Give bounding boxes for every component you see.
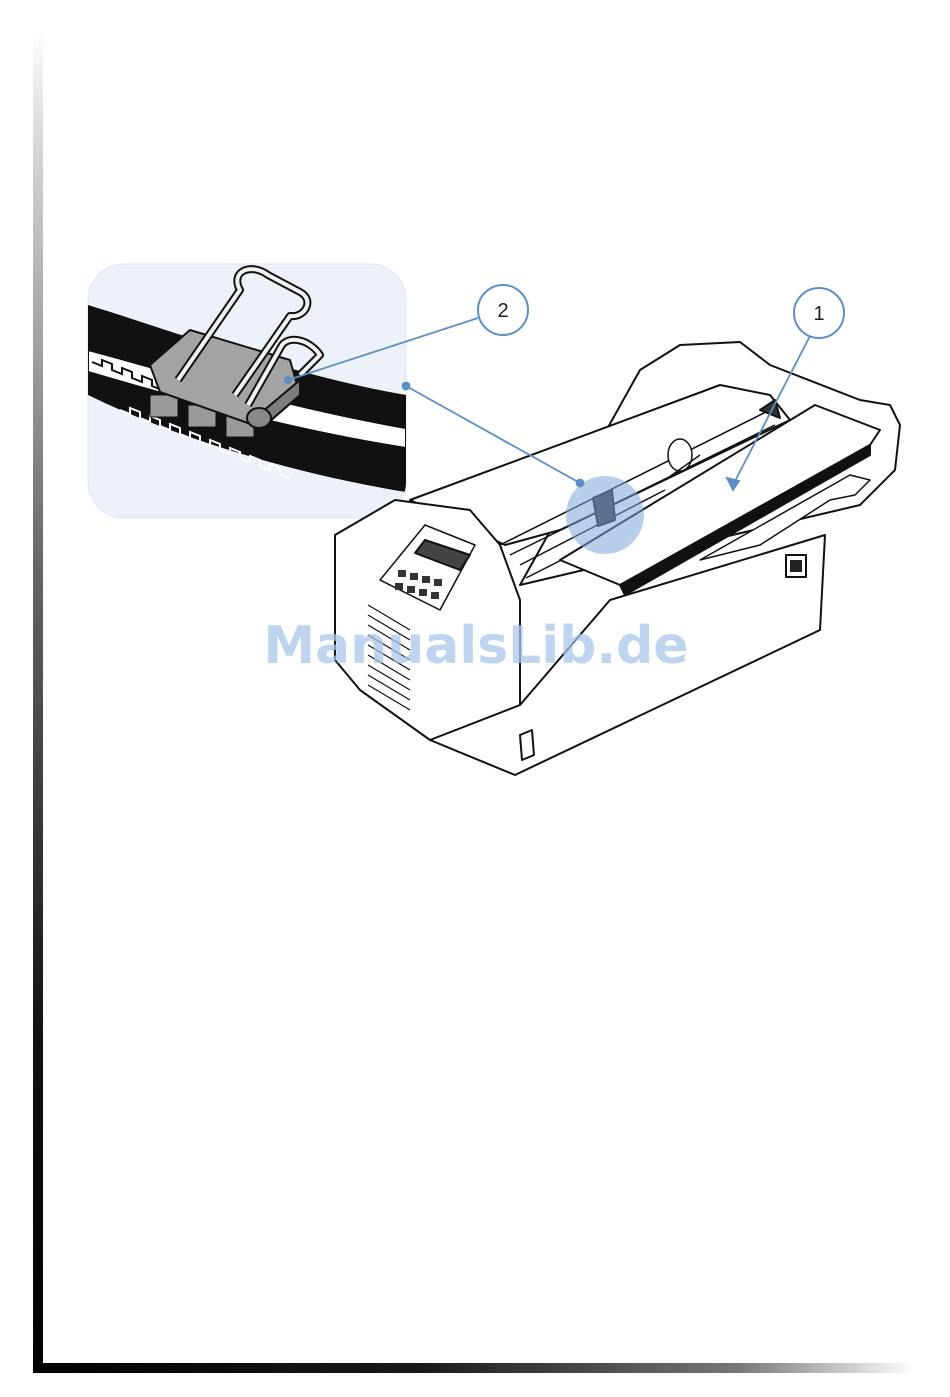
detail-inset: [88, 264, 406, 518]
callout-1-number: 1: [813, 303, 824, 325]
callout-2-number: 2: [497, 300, 508, 322]
printer-body: [335, 342, 900, 775]
watermark: ManualsLib.de: [263, 616, 688, 676]
callout-2: 2: [478, 285, 528, 335]
clip-highlight-circle: [566, 476, 644, 554]
callout-1: 1: [794, 288, 844, 338]
